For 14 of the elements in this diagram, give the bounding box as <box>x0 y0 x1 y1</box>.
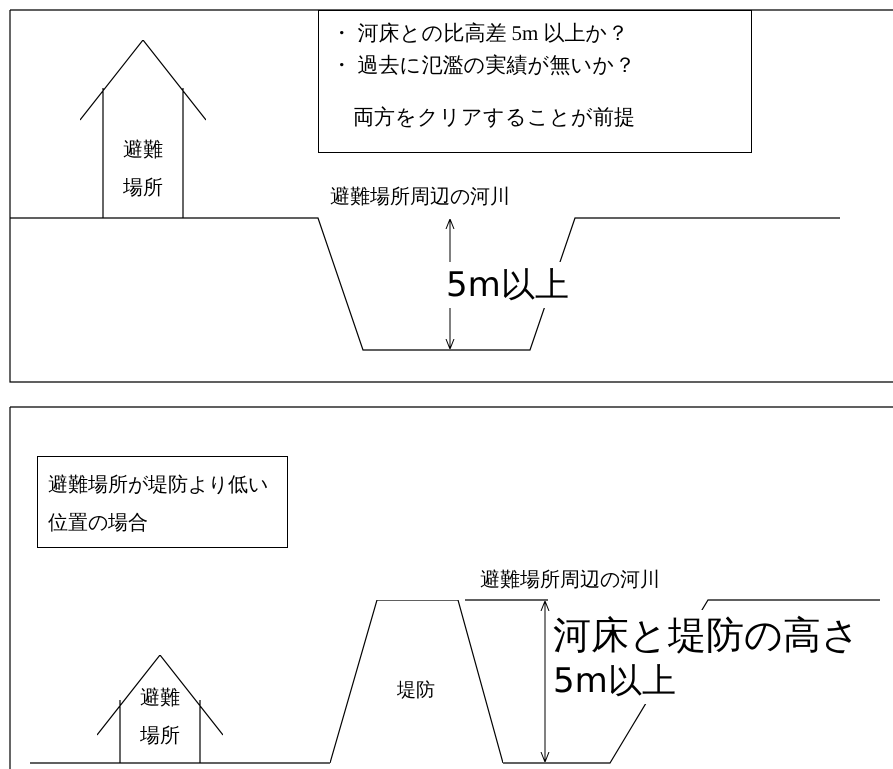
shelter-house <box>80 40 206 218</box>
levee <box>330 600 503 763</box>
bullet-text: ・ 河床との比高差 5m 以上か？ <box>331 20 629 47</box>
note-text: 両方をクリアすることが前提 <box>353 104 635 131</box>
text-box <box>318 10 752 153</box>
bullet-text: ・ 過去に氾濫の実績が無いか？ <box>331 52 636 79</box>
house-label: 避難場所 <box>139 684 181 749</box>
house-label: 避難場所 <box>122 136 164 201</box>
text-box <box>37 456 288 548</box>
river-label: 避難場所周辺の河川 <box>330 183 510 210</box>
heading-text: 避難場所が堤防より低い位置の場合 <box>48 471 269 536</box>
river-label: 避難場所周辺の河川 <box>480 566 660 593</box>
shelter-house <box>97 655 223 763</box>
levee-label: 堤防 <box>397 678 435 703</box>
